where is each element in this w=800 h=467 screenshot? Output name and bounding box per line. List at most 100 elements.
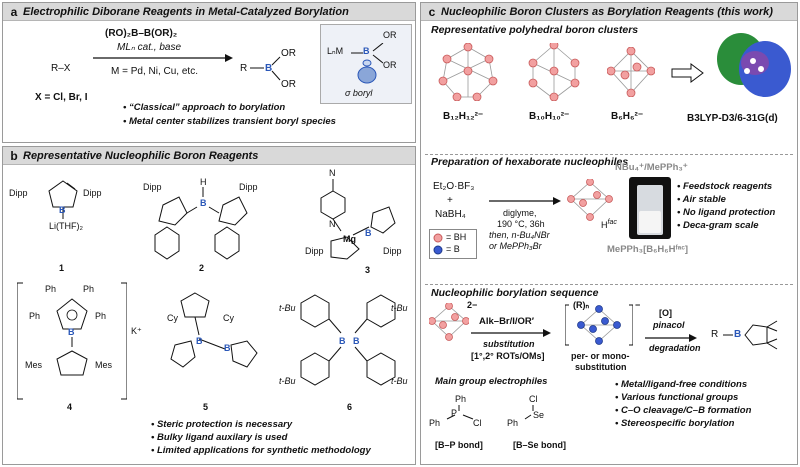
c5-boron-1: B [196,336,203,346]
bullet-text: No ligand protection [682,207,776,218]
b-dot-icon [433,245,443,255]
reagent-catalyst: MLₙ cat., base [117,42,182,53]
bp-cl: Cl [473,418,482,428]
c3-dipp-left: Dipp [305,246,324,256]
h-fac-label: Hfac [601,219,617,231]
c2-dipp-right: Dipp [239,182,258,192]
compound-5-label: 5 [203,402,209,412]
compound-6-label: 6 [347,402,353,412]
panel-a-header: a Electrophilic Diborane Reagents in Met… [3,3,415,21]
panel-c-header: c Nucleophilic Boron Clusters as Borylat… [421,3,797,21]
vial-powder [639,211,661,233]
c6-tbu-br: t-Bu [391,376,408,386]
c1-dipp-left: Dipp [9,188,28,198]
sigma-orbital-icon [351,43,384,84]
product-bonds [250,56,281,81]
main-group-heading: Main group electrophiles [435,376,548,387]
reagent-diborane: (RO)₂B–B(OR)₂ [105,28,177,39]
compound-4-label: 4 [67,402,73,412]
cluster-b12-icon [438,43,498,101]
cluster-b10-icon [528,43,580,101]
c5-cy-right: Cy [223,313,234,323]
bullet-text: Stereospecific borylation [620,418,735,429]
c6-tbu-tr: t-Bu [391,303,408,313]
panel-a-bullets: • “Classical” approach to borylation • M… [123,102,336,127]
hexaborate-cluster-icon [567,179,613,221]
bullet-text: Limited applications for synthetic metho… [156,445,371,456]
bullet-text: C–O cleavage/C–B formation [620,405,752,416]
c4-ph-left: Ph [29,311,41,321]
inset-or2: OR [383,60,397,70]
c3-pyridine-n: N [329,219,336,229]
c1-boron: B [59,205,66,215]
bullet-text: Bulky ligand auxilary is used [156,432,288,443]
prep-cond-temp: 190 °C, 36h [497,219,545,229]
clusters-heading: Representative polyhedral boron clusters [431,24,639,36]
seq-arrow-1 [471,329,551,337]
cluster-b6-label: B₆H₆²⁻ [611,111,644,122]
cluster-b10-label: B₁₀H₁₀²⁻ [529,111,570,122]
c6-boron-2: B [353,336,360,346]
seq-degradation: degradation [649,343,701,353]
c3-dipp-right: Dipp [383,246,402,256]
bullet-text: Deca-gram scale [682,220,759,231]
seq-start-cluster-icon [429,303,469,341]
seq-bullet-1: • Metal/ligand-free conditions [615,379,748,390]
c1-lithium: Li(THF)₂ [49,221,83,231]
seq-rn: (R)ₙ [573,300,590,310]
c2-boron: B [200,198,207,208]
panel-c: c Nucleophilic Boron Clusters as Borylat… [420,2,798,465]
panel-a-bullet-1: • “Classical” approach to borylation [123,102,286,113]
divider-1 [425,154,793,155]
c4-ph-top-left: Ph [45,284,57,294]
seq-substitution: substitution [483,339,535,349]
bp-ph-1: Ph [455,394,467,404]
compound-2-structure [154,187,248,260]
bh-dot-icon [433,233,443,243]
prep-cond-meppph: or MePPh₃Br [489,241,542,251]
seq-per-mono-2: substitution [575,362,627,372]
c6-boron-1: B [339,336,346,346]
seq-arrow-2 [645,334,697,342]
prep-bullet-3: • No ligand protection [677,207,776,218]
bp-bond-label: [B–P bond] [435,440,483,450]
c4-boron: B [68,327,75,337]
bullet-text: Metal/ligand-free conditions [620,379,748,390]
c6-tbu-tl: t-Bu [279,303,296,313]
panel-b: b Representative Nucleophilic Boron Reag… [2,146,416,465]
bullet-text: Air stable [682,194,726,205]
seq-heading: Nucleophilic borylation sequence [431,287,599,299]
seq-mid-bracket-cluster-icon [565,304,633,346]
bullet-text: Steric protection is necessary [156,419,293,430]
panel-a: a Electrophilic Diborane Reagents in Met… [2,2,416,143]
panel-b-title: Representative Nucleophilic Boron Reagen… [23,149,259,162]
open-arrow-icon [671,63,704,83]
compound-1-label: 1 [59,263,65,273]
c5-boron-2: B [224,343,231,353]
seq-pinacol: pinacol [653,320,685,330]
compound-2-label: 2 [199,263,205,273]
bullet-text: Feedstock reagents [682,181,773,192]
panel-b-header: b Representative Nucleophilic Boron Reag… [3,147,415,165]
atom-legend: = BH = B [429,229,477,259]
seq-oxidant: [O] [659,308,672,318]
bp-p: P [451,408,458,418]
orbital-render-icon [717,33,791,97]
c1-dipp-right: Dipp [83,188,102,198]
bullet-text: Metal center stabilizes transient boryl … [128,116,336,127]
seq-bullets: • Metal/ligand-free conditions • Various… [615,379,751,429]
diborane-formula: (RO)₂B–B(OR)₂ [105,28,178,39]
vial-label: MePPh₃[B₆H₆Hᶠᵃᶜ] [607,244,689,255]
c4-potassium: K⁺ [131,326,142,336]
seq-substitution-scope: [1°,2° ROTs/OMs] [471,351,545,361]
cluster-b6-icon [607,47,655,97]
legend-b: = B [446,244,460,254]
bse-se: Se [533,410,545,420]
product-b: B [265,63,273,74]
bse-cl: Cl [529,394,538,404]
panel-b-bullet-1: • Steric protection is necessary [151,419,293,430]
product-r: R [240,63,248,74]
compound-3-structure [320,179,396,260]
panel-c-letter: c [428,4,436,19]
compound-4-brackets [17,282,127,400]
